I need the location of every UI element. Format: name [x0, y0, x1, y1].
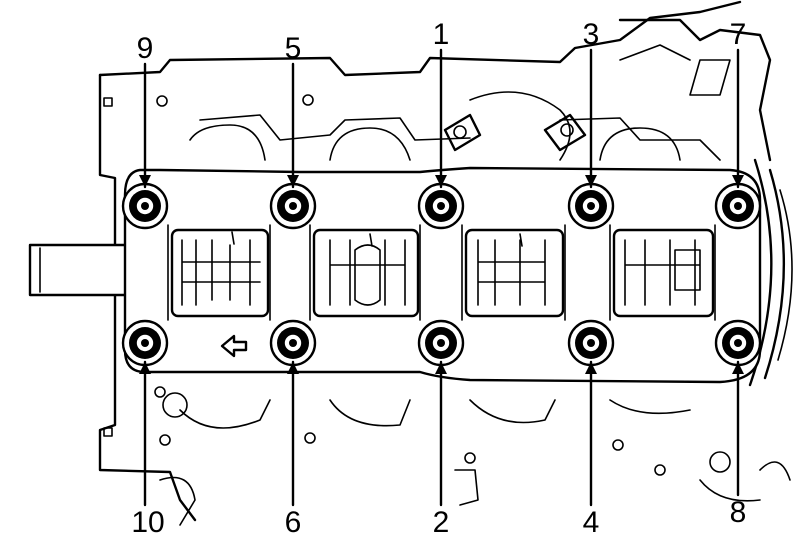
leader-bolt-10: [139, 360, 151, 507]
label-bolt-4: 4: [583, 506, 600, 539]
bolt-7: [714, 182, 762, 230]
leader-bolt-4: [585, 360, 597, 507]
leader-bolt-5: [287, 62, 299, 189]
leader-bolt-6: [287, 360, 299, 507]
bolt-1: [417, 182, 465, 230]
bolt-2: [417, 319, 465, 367]
leader-bolt-8: [732, 360, 744, 497]
label-bolt-9: 9: [137, 32, 154, 65]
label-bolt-1: 1: [433, 18, 450, 51]
bolt-6: [269, 319, 317, 367]
bolt-3: [567, 182, 615, 230]
camshaft-stub: [28, 243, 132, 297]
label-bolt-10: 10: [131, 506, 164, 539]
cam-windows: [170, 228, 715, 318]
engine-block: [98, 0, 791, 526]
label-bolt-8: 8: [730, 496, 747, 529]
bolt-10: [121, 319, 169, 367]
bolt-9: [121, 182, 169, 230]
label-bolt-7: 7: [730, 18, 747, 51]
label-bolt-3: 3: [583, 18, 600, 51]
label-bolt-6: 6: [285, 506, 302, 539]
label-bolt-5: 5: [285, 32, 302, 65]
leader-bolt-3: [585, 48, 597, 189]
leader-lines: [139, 48, 744, 507]
leader-bolt-2: [435, 360, 447, 507]
bolt-5: [269, 182, 317, 230]
bolts: [121, 182, 762, 367]
bolt-4: [567, 319, 615, 367]
label-bolt-2: 2: [433, 506, 450, 539]
bolt-labels: 1 2 3 4 5 6 7 8 9 10: [131, 18, 746, 539]
leader-bolt-9: [139, 62, 151, 189]
leader-bolt-1: [435, 48, 447, 189]
arrow-left-icon: [220, 334, 248, 358]
bolt-8: [714, 319, 762, 367]
leader-bolt-7: [732, 48, 744, 189]
